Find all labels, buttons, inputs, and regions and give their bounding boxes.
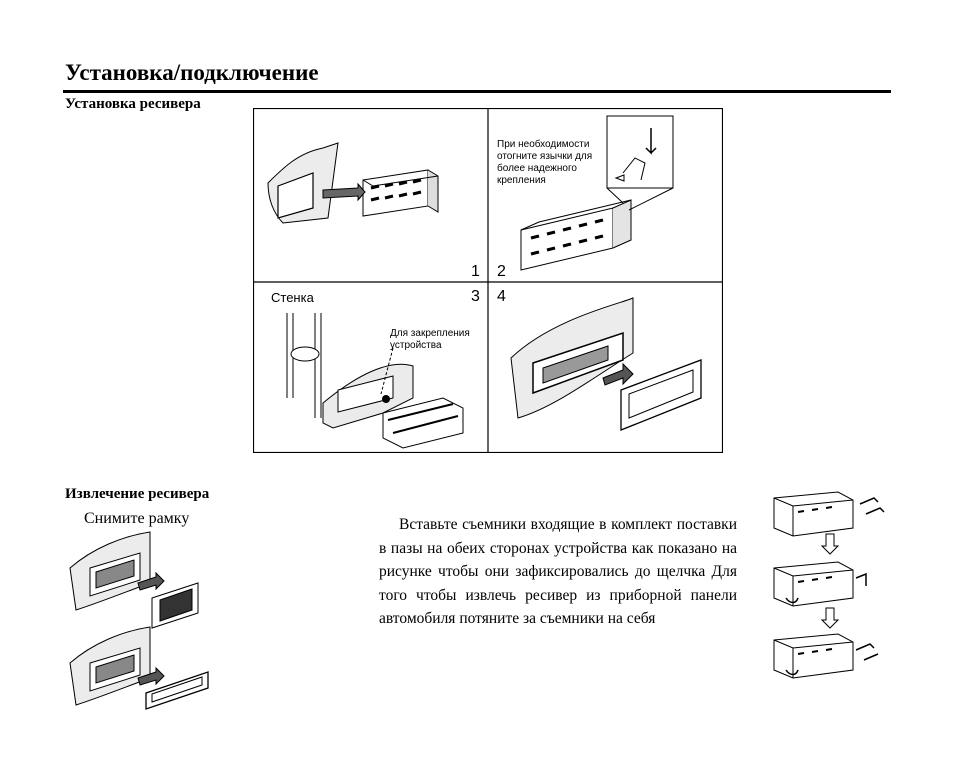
title-divider [63, 90, 891, 93]
installation-heading: Установка ресивера [65, 96, 201, 112]
panel-1-illustration [267, 142, 439, 224]
unit-extraction-figure [768, 488, 893, 688]
panel-number-1: 1 [471, 263, 480, 280]
panel-number-3: 3 [471, 288, 480, 305]
removal-instructions: Вставьте съемники входящие в комплект по… [379, 516, 737, 627]
faceplate-removal-diagram [69, 531, 209, 710]
panel-3-note-line-1: Для закрепления [390, 328, 470, 339]
panel-2-note-line-1: При необходимости [497, 138, 589, 150]
panel-2-note-line-3: более надежного [497, 162, 577, 174]
installation-figure: 1 При необходимости отогните язычки для … [252, 107, 724, 454]
removal-heading: Извлечение ресивера [65, 486, 210, 502]
panel-4-illustration: 4 [497, 288, 702, 431]
panel-3-illustration: Стенка Для закрепления устройства 3 [271, 288, 480, 449]
unit-extraction-diagram [773, 491, 885, 679]
page-title: Установка/подключение [65, 60, 319, 85]
panel-2-illustration: При необходимости отогните язычки для бо… [497, 115, 674, 280]
faceplate-removal-figure [68, 528, 223, 713]
panel-2-note-line-2: отогните язычки для [497, 151, 592, 162]
panel-3-note-line-2: устройства [390, 340, 442, 351]
removal-subheading: Снимите рамку [84, 510, 190, 527]
panel-number-2: 2 [497, 263, 506, 280]
panel-1-number: 1 [471, 263, 480, 280]
wall-label: Стенка [271, 290, 315, 305]
panel-2-note-line-4: крепления [497, 175, 546, 186]
panel-number-4: 4 [497, 288, 506, 305]
installation-diagram: 1 При необходимости отогните язычки для … [252, 107, 724, 454]
